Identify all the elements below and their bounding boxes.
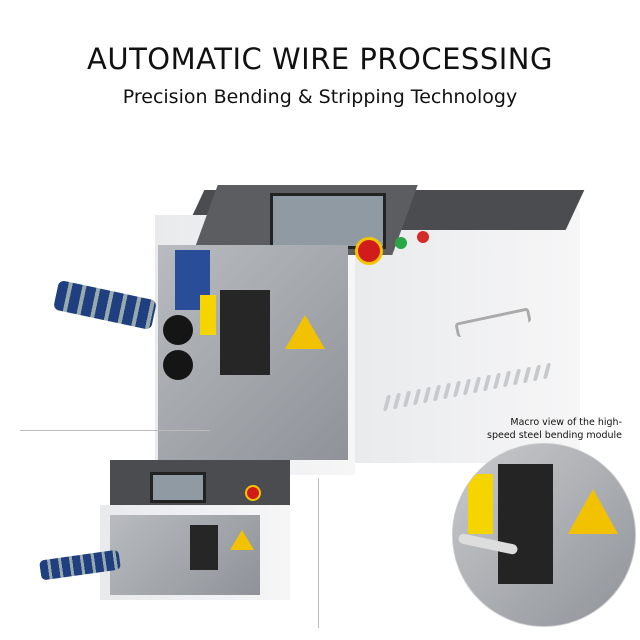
macro-view-circle bbox=[452, 443, 636, 627]
callout-caption: Macro view of the high- speed steel bend… bbox=[487, 417, 622, 441]
stop-button-icon bbox=[417, 231, 429, 243]
start-button-icon bbox=[395, 237, 407, 249]
warning-triangle-icon bbox=[285, 315, 325, 349]
divider-vertical bbox=[318, 478, 319, 628]
headline: AUTOMATIC WIRE PROCESSING bbox=[87, 42, 553, 76]
roller-black-lower bbox=[163, 350, 193, 380]
divider-left bbox=[20, 430, 210, 431]
small-machine-image bbox=[38, 460, 300, 610]
subheadline: Precision Bending & Stripping Technology bbox=[122, 86, 518, 108]
roller-black-upper bbox=[163, 315, 193, 345]
yellow-label bbox=[200, 295, 216, 335]
wire-feed-rollers bbox=[52, 279, 158, 331]
main-machine-image bbox=[52, 185, 585, 485]
emergency-stop-icon bbox=[355, 237, 383, 265]
bending-module bbox=[220, 290, 270, 375]
